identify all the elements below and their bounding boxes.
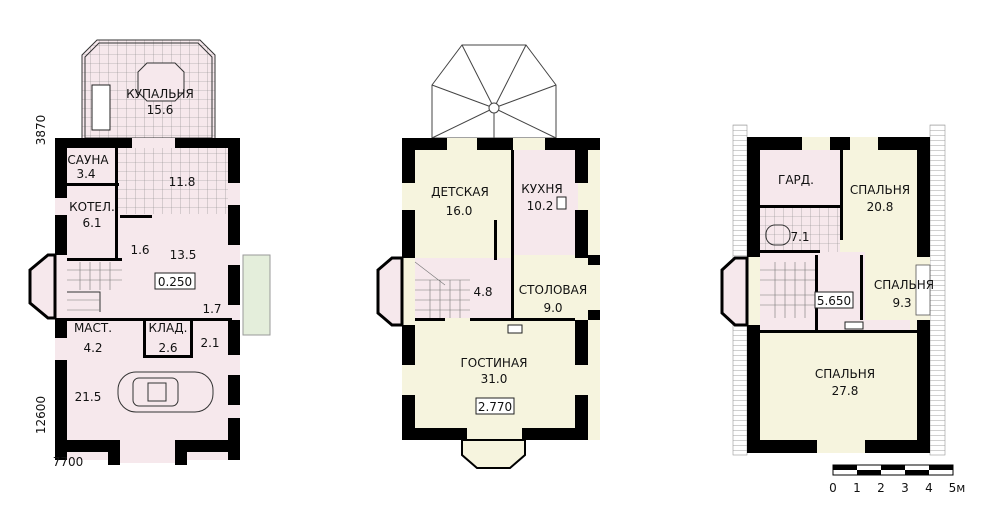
svg-text:4.8: 4.8: [473, 285, 492, 299]
level-value: 2.770: [478, 400, 512, 414]
svg-text:4.2: 4.2: [83, 341, 102, 355]
pergola: [431, 44, 557, 139]
dimension-width: 7700: [53, 455, 84, 469]
car-icon: [117, 371, 214, 413]
level-marker: [814, 291, 854, 309]
svg-text:20.8: 20.8: [867, 200, 894, 214]
svg-text:6.1: 6.1: [82, 216, 101, 230]
svg-text:16.0: 16.0: [446, 204, 473, 218]
svg-text:ДЕТСКАЯ: ДЕТСКАЯ: [431, 185, 489, 199]
svg-text:9.0: 9.0: [543, 301, 562, 315]
svg-text:13.5: 13.5: [170, 248, 197, 262]
floor-plan-first: ДЕТСКАЯ 16.0 КУХНЯ 10.2 4.8 СТОЛОВАЯ 9.0 ГО…: [376, 44, 600, 469]
svg-text:СПАЛЬНЯ: СПАЛЬНЯ: [850, 183, 910, 197]
level-value: 5.650: [817, 294, 851, 308]
svg-text:СПАЛЬНЯ: СПАЛЬНЯ: [815, 367, 875, 381]
level-marker: [154, 272, 196, 290]
svg-text:КУПАЛЬНЯ: КУПАЛЬНЯ: [126, 87, 194, 101]
svg-text:ГАРД.: ГАРД.: [778, 173, 814, 187]
svg-text:МАСТ.: МАСТ.: [74, 321, 112, 335]
pool: [137, 62, 185, 102]
scale-bar: 0 1 2 3 4 5м: [829, 464, 966, 495]
svg-text:2.6: 2.6: [158, 341, 177, 355]
svg-text:КЛАД.: КЛАД.: [149, 321, 188, 335]
svg-text:2.1: 2.1: [200, 336, 219, 350]
dimension-length: 12600: [34, 396, 48, 434]
svg-text:КОТЕЛ.: КОТЕЛ.: [69, 200, 115, 214]
svg-text:1: 1: [853, 481, 861, 495]
svg-text:0: 0: [829, 481, 837, 495]
floor-plan-attic: ГАРД. СПАЛЬНЯ 20.8 7.1 СПАЛЬНЯ 9.3 СПАЛЬНЯ…: [720, 124, 946, 456]
svg-text:10.2: 10.2: [527, 199, 554, 213]
svg-text:САУНА: САУНА: [67, 153, 109, 167]
svg-text:21.5: 21.5: [75, 390, 102, 404]
svg-text:СТОЛОВАЯ: СТОЛОВАЯ: [519, 283, 587, 297]
level-value: 0.250: [158, 275, 192, 289]
svg-text:1.7: 1.7: [202, 302, 221, 316]
terrace: [242, 254, 271, 336]
svg-text:1.6: 1.6: [130, 243, 149, 257]
svg-text:3.4: 3.4: [76, 167, 95, 181]
svg-text:15.6: 15.6: [147, 103, 174, 117]
room-labels-attic: ГАРД. СПАЛЬНЯ 20.8 7.1 СПАЛЬНЯ 9.3 СПАЛЬНЯ…: [778, 173, 934, 398]
dimension-bath: 3870: [34, 115, 48, 146]
svg-text:СПАЛЬНЯ: СПАЛЬНЯ: [874, 278, 934, 292]
svg-text:7.1: 7.1: [790, 230, 809, 244]
svg-text:3: 3: [901, 481, 909, 495]
svg-text:4: 4: [925, 481, 933, 495]
svg-text:31.0: 31.0: [481, 372, 508, 386]
svg-text:5м: 5м: [949, 481, 966, 495]
svg-text:2: 2: [877, 481, 885, 495]
svg-text:9.3: 9.3: [892, 296, 911, 310]
level-marker: [475, 397, 515, 415]
room-labels-first: ДЕТСКАЯ 16.0 КУХНЯ 10.2 4.8 СТОЛОВАЯ 9.0 ГО…: [431, 182, 587, 386]
svg-text:11.8: 11.8: [169, 175, 196, 189]
svg-text:ГОСТИНАЯ: ГОСТИНАЯ: [460, 356, 527, 370]
svg-text:27.8: 27.8: [832, 384, 859, 398]
svg-text:КУХНЯ: КУХНЯ: [521, 182, 562, 196]
